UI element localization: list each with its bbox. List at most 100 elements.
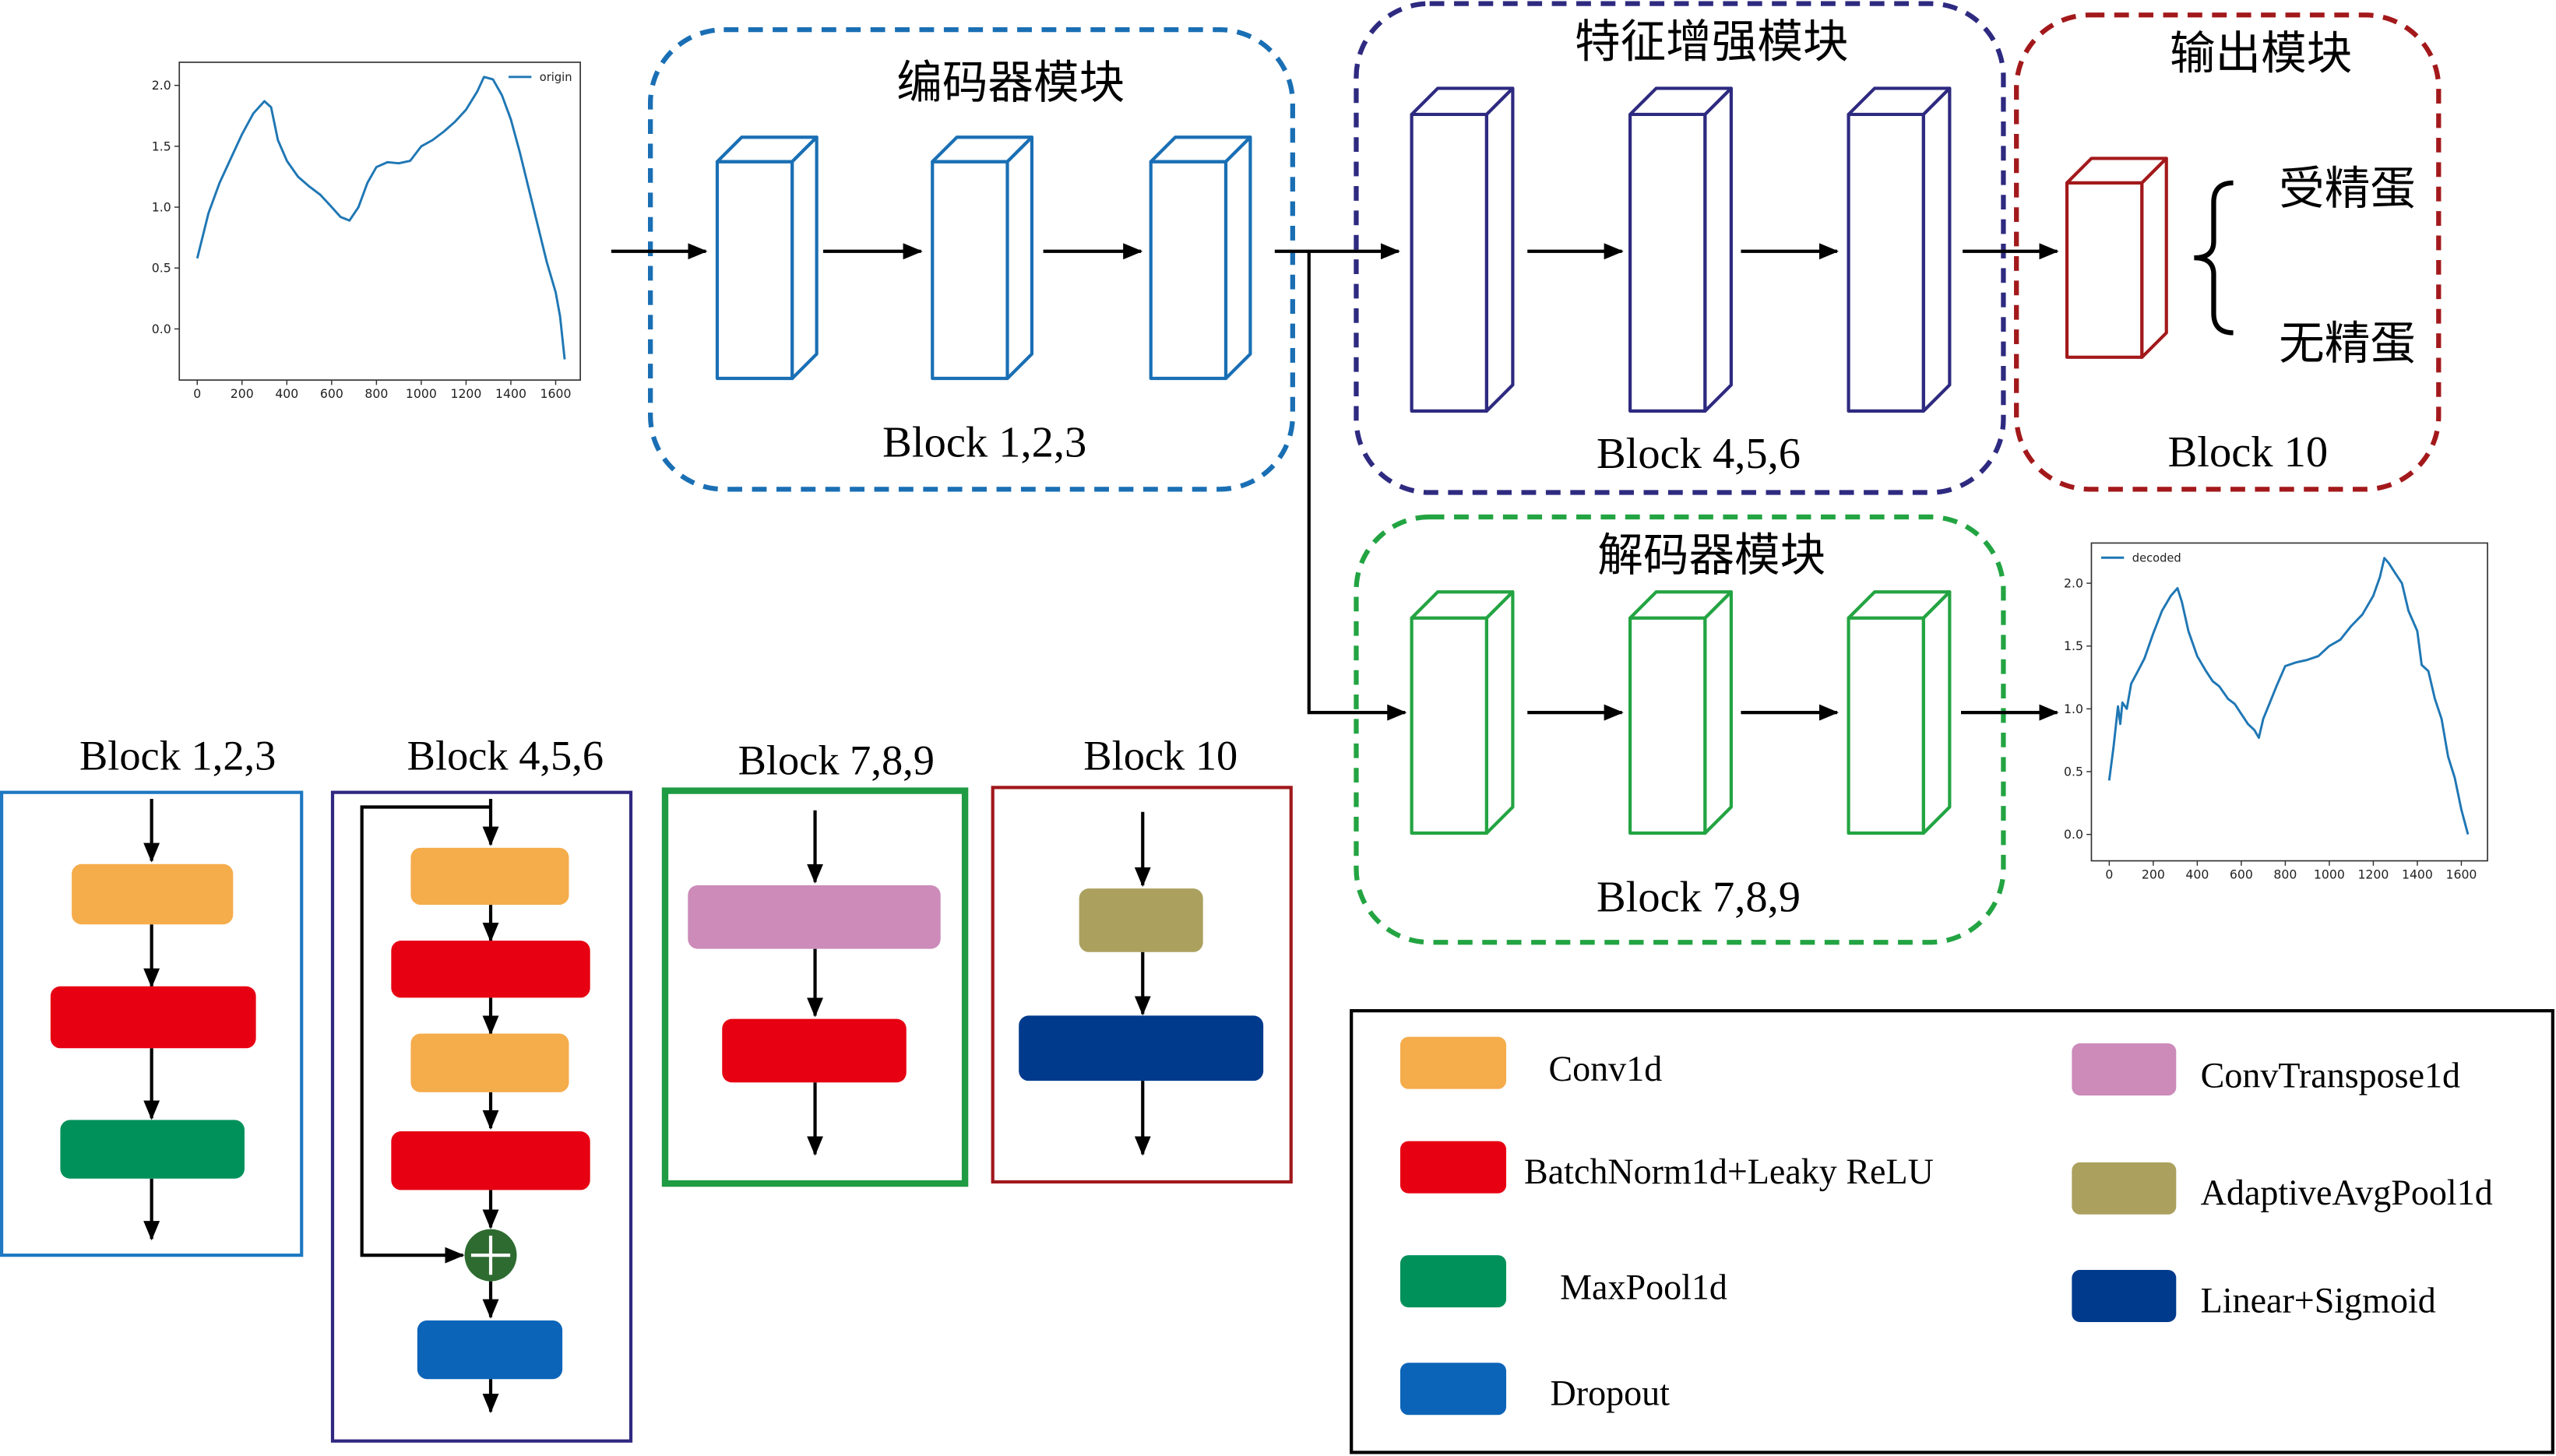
encoder-layer-cuboid-front	[1149, 160, 1228, 381]
output-class-infertile: 无精蛋	[2279, 317, 2416, 370]
input-signal-plot-y-tick-label: 1.0	[152, 200, 171, 215]
input-signal-plot-legend-label: origin	[540, 71, 572, 84]
legend-swatch-maxpool	[1399, 1255, 1507, 1308]
batchnorm-leakyrelu-layer	[50, 986, 256, 1049]
brace-icon	[2194, 180, 2234, 336]
legend-label-batchnorm: BatchNorm1d+Leaky ReLU	[1524, 1152, 1934, 1191]
input-signal-plot-x-tick-label: 0	[193, 386, 201, 401]
legend-swatch-convtranspose	[2072, 1043, 2177, 1096]
decoder-frame	[1354, 514, 2006, 945]
legend-swatch-adaptiveavgpool	[2072, 1162, 2177, 1215]
decoded-signal-plot-x-tick-label: 600	[2230, 867, 2253, 882]
output-layer-cuboid-side	[2140, 157, 2168, 359]
decoded-signal-plot-x-tick-label: 800	[2273, 867, 2297, 882]
residual-skip-arrow	[360, 805, 491, 1264]
feature-layer-cuboid-front	[1847, 112, 1925, 413]
decoded-signal-plot-x-tick-label: 0	[2105, 867, 2113, 882]
detail-block-10-frame	[991, 786, 1293, 1184]
legend-label-dropout: Dropout	[1551, 1373, 1671, 1413]
decoder-block-label: Block 7,8,9	[1597, 873, 1801, 921]
maxpool1d-layer	[60, 1120, 245, 1179]
encoder-module: 编码器模块 Block 1,2,3	[648, 26, 1295, 492]
input-signal-plot-x-tick-label: 1000	[406, 386, 437, 401]
input-signal-plot-y-tick-label: 2.0	[152, 78, 171, 93]
signal-plots: 0 200 400 600 800 1000 1200 1400 1600 0.0 0.5 1.0 1.…	[152, 62, 2488, 882]
detail-block-10-title: Block 10	[1083, 732, 1238, 779]
input-signal-plot-frame	[178, 62, 581, 381]
dropout-layer	[417, 1320, 563, 1380]
decoder-layer-cuboid-side	[1484, 590, 1515, 835]
detail-block-10: Block 10	[991, 732, 1293, 1184]
detail-block-789: Block 7,8,9	[661, 737, 969, 1187]
input-signal-plot-y-tick-label: 0.0	[152, 322, 171, 336]
legend-frame	[1350, 1009, 2554, 1454]
legend-swatch-batchnorm	[1399, 1141, 1507, 1194]
encoder-layer-cuboid	[715, 135, 819, 381]
legend: Conv1d BatchNorm1d+Leaky ReLU MaxPool1d …	[1350, 1009, 2554, 1454]
conv1d-layer	[72, 863, 234, 925]
decoded-signal-plot-y-tick-label: 0.5	[2064, 764, 2083, 779]
input-signal-plot-x-tick-label: 600	[320, 386, 343, 401]
decoder-layer-cuboid	[1847, 590, 1952, 835]
input-signal-plot-x-tick-label: 1200	[450, 386, 481, 401]
encoder-layer-cuboid-front	[931, 160, 1009, 381]
encoder-to-decoder-arrow	[1307, 251, 1407, 721]
input-signal-plot-x-tick-label: 1600	[540, 386, 572, 401]
convtranspose1d-layer	[688, 885, 941, 949]
batchnorm-leakyrelu-layer	[391, 941, 590, 998]
encoder-frame	[648, 26, 1295, 492]
encoder-layer-cuboid	[1149, 135, 1252, 381]
encoder-layer-cuboid-side	[1223, 135, 1252, 381]
flow-arrows	[143, 243, 2059, 1414]
feature-title: 特征增强模块	[1575, 16, 1849, 69]
detail-block-123-frame	[0, 790, 304, 1257]
decoded-signal-plot-y-tick-label: 1.5	[2064, 638, 2083, 653]
detail-block-456-frame	[330, 790, 633, 1443]
decoded-signal-plot-line	[2107, 557, 2470, 835]
decoder-layer-cuboid-front	[1628, 616, 1707, 835]
input-signal-plot-x-tick-label: 1400	[495, 386, 526, 401]
legend-label-conv1d: Conv1d	[1548, 1049, 1662, 1088]
encoder-layer-cuboid-side	[1005, 135, 1034, 381]
linear-sigmoid-layer	[1019, 1015, 1264, 1081]
detail-block-456: Block 4,5,6	[330, 732, 633, 1443]
feature-layer-cuboid-side	[1921, 86, 1952, 413]
batchnorm-leakyrelu-layer	[722, 1018, 907, 1083]
input-signal-plot-y-tick-label: 1.5	[152, 139, 171, 153]
decoded-signal-plot-x-tick-label: 1400	[2402, 867, 2433, 882]
decoded-signal-plot-frame	[2090, 542, 2488, 862]
decoded-signal-plot-x-tick-label: 200	[2142, 867, 2165, 882]
detail-block-123: Block 1,2,3	[0, 732, 304, 1257]
decoded-signal-plot-x-tick-label: 1600	[2445, 867, 2477, 882]
feature-layer-cuboid-front	[1628, 112, 1707, 413]
adaptiveavgpool1d-layer	[1079, 888, 1203, 952]
output-layer-cuboid-front	[2065, 181, 2144, 359]
legend-label-convtranspose: ConvTranspose1d	[2201, 1056, 2460, 1096]
detail-block-789-frame	[661, 787, 969, 1187]
feature-layer-cuboid	[1847, 86, 1952, 413]
legend-label-adaptiveavgpool: AdaptiveAvgPool1d	[2201, 1173, 2493, 1212]
output-block-label: Block 10	[2168, 428, 2329, 477]
decoder-layer-cuboid-front	[1410, 616, 1489, 835]
legend-label-linear-sigmoid: Linear+Sigmoid	[2201, 1280, 2436, 1320]
decoded-signal-plot-x-tick-label: 1000	[2314, 867, 2345, 882]
feature-layer-cuboid-front	[1410, 112, 1489, 413]
decoder-layer-cuboid	[1628, 590, 1733, 835]
decoded-signal-plot-y-tick-label: 0.0	[2064, 827, 2083, 842]
input-signal-plot-x-tick-label: 800	[364, 386, 388, 401]
residual-add-icon	[464, 1229, 517, 1282]
output-title: 输出模块	[2170, 26, 2352, 79]
feature-layer-cuboid	[1410, 86, 1515, 413]
decoder-module: 解码器模块 Block 7,8,9	[1354, 514, 2006, 945]
legend-swatch-dropout	[1399, 1363, 1507, 1416]
output-layer-cuboid	[2065, 157, 2168, 359]
decoded-signal-plot-y-tick-label: 2.0	[2064, 575, 2083, 590]
input-signal-plot-x-tick-label: 200	[231, 386, 254, 401]
decoder-layer-cuboid-side	[1703, 590, 1733, 835]
input-signal-plot-x-tick-label: 400	[275, 386, 298, 401]
encoder-block-label: Block 1,2,3	[882, 418, 1086, 466]
encoder-layer-cuboid	[931, 135, 1034, 381]
decoder-layer-cuboid-side	[1921, 590, 1952, 835]
feature-module: 特征增强模块 Block 4,5,6	[1354, 1, 2006, 495]
